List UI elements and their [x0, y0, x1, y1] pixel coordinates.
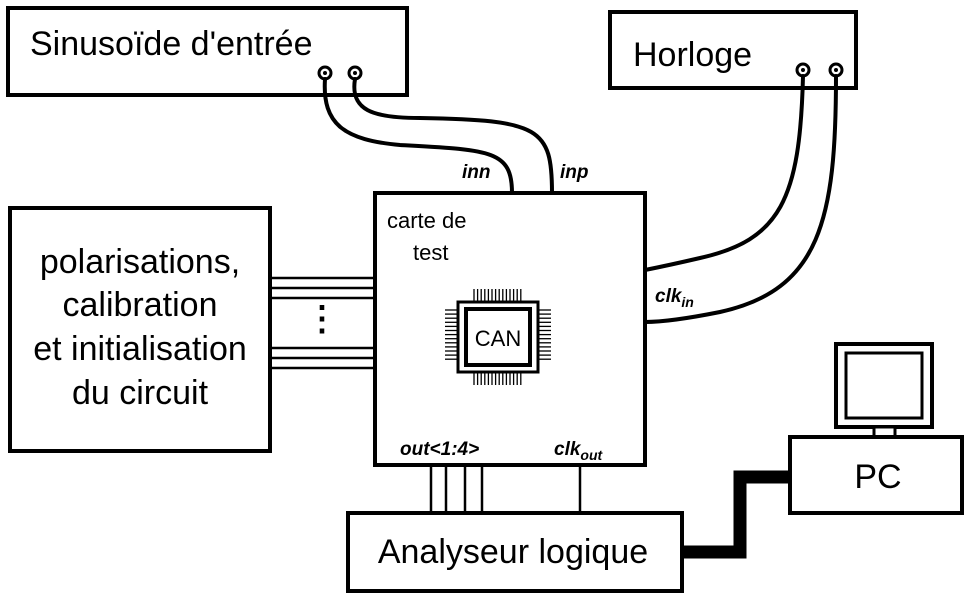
sine-generator-block: Sinusoïde d'entrée [6, 6, 409, 97]
clk-in-label: clkin [655, 286, 694, 310]
adc-pins-top [473, 289, 522, 302]
analyzer-pc-bus [682, 470, 790, 559]
clock-block: Horloge [608, 10, 858, 90]
output-bus-lines [429, 465, 582, 513]
pc-block: PC [788, 435, 964, 515]
clock-label: Horloge [633, 36, 752, 74]
adc-label: CAN [475, 326, 521, 351]
clock-cable-1 [643, 74, 805, 272]
bias-label-line-1: polarisations, [40, 243, 240, 281]
bias-label-line-3: et initialisation [33, 330, 247, 368]
bias-label-line-2: calibration [63, 286, 218, 324]
bias-control-lines: ⋮ [270, 276, 375, 370]
inp-label: inp [560, 162, 589, 183]
out-bus-label: out<1:4> [400, 439, 479, 460]
inp-cable [352, 77, 554, 195]
sine-generator-label: Sinusoïde d'entrée [30, 25, 312, 63]
pc-label: PC [854, 458, 901, 496]
clk-out-label: clkout [554, 439, 604, 463]
inn-label: inn [462, 162, 491, 183]
bias-label-line-4: du circuit [72, 374, 209, 412]
pc-monitor-icon [834, 342, 934, 439]
clock-cable-2 [643, 74, 838, 324]
test-board-label-line-2: test [413, 240, 448, 265]
test-board-label-line-1: carte de [387, 208, 467, 233]
adc-chip: CAN [445, 289, 551, 385]
adc-pins-bottom [473, 372, 522, 385]
inn-cable [322, 77, 514, 195]
logic-analyzer-label: Analyseur logique [378, 533, 648, 571]
adc-pins-right [538, 309, 551, 360]
lines-ellipsis: ⋮ [305, 300, 339, 338]
adc-pins-left [445, 309, 458, 360]
bias-calibration-block: polarisations, calibration et initialisa… [8, 206, 272, 453]
logic-analyzer-block: Analyseur logique [346, 511, 684, 593]
